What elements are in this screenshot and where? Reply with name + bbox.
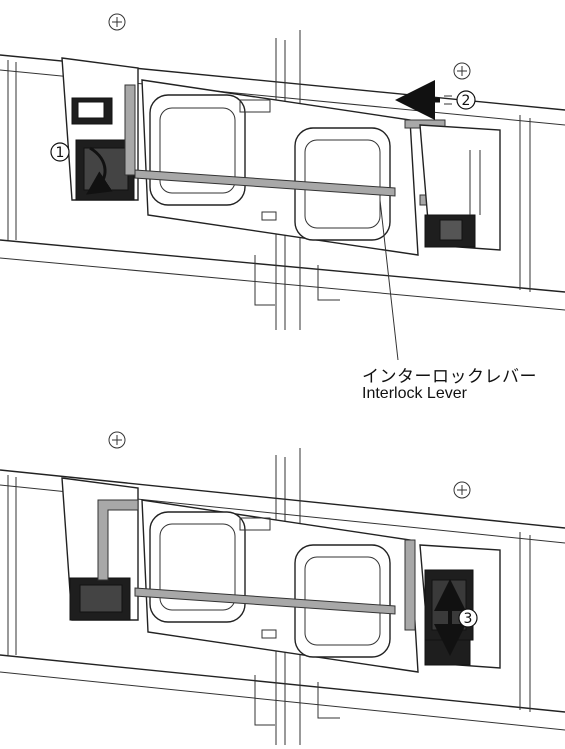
svg-text:2: 2 <box>462 93 471 109</box>
callout-leader-line <box>379 199 399 361</box>
screw-icon <box>453 62 471 80</box>
left-latch <box>61 57 139 201</box>
svg-text:1: 1 <box>56 145 65 161</box>
chassis-rails <box>0 54 565 311</box>
tray <box>141 499 419 673</box>
step-3-marker: 3 <box>458 608 478 628</box>
interlock-lever-label-en: Interlock Lever <box>362 385 467 402</box>
step-2-marker: 2 <box>456 90 476 110</box>
step-1-marker: 1 <box>50 142 70 162</box>
screw-icon <box>108 431 126 449</box>
right-latch <box>419 544 501 669</box>
svg-text:3: 3 <box>464 611 473 627</box>
screw-icon <box>108 13 126 31</box>
screw-icon <box>453 481 471 499</box>
step-2-arrow <box>395 80 452 120</box>
top-panel: 1 2 <box>0 13 565 361</box>
bottom-panel: 3 <box>0 431 565 745</box>
interlock-lever <box>97 499 416 631</box>
step-1-arrow <box>86 146 113 195</box>
interlock-lever-label-jp: インターロックレバー <box>362 367 537 387</box>
right-latch <box>419 124 501 251</box>
